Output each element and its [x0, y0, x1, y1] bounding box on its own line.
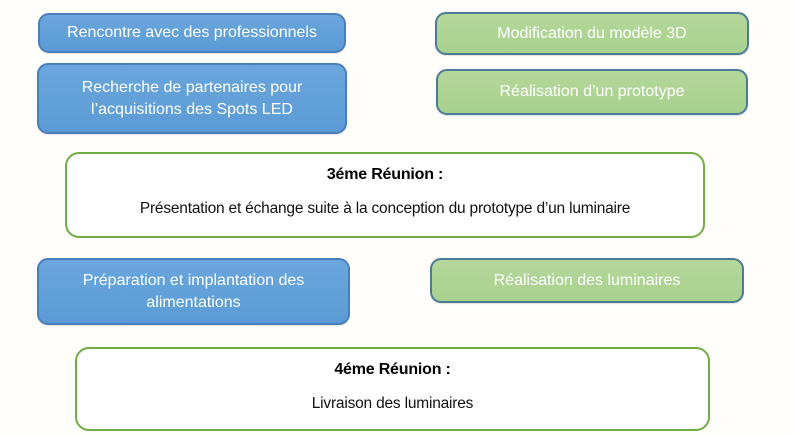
step-box-rencontre-professionnels: Rencontre avec des professionnels	[38, 13, 346, 53]
step-label: Modification du modèle 3D	[497, 24, 687, 42]
step-box-preparation-alimentations: Préparation et implantation des alimenta…	[37, 258, 350, 325]
step-label: Réalisation d’un prototype	[499, 83, 685, 101]
meeting-box-4eme-reunion: 4éme Réunion : Livraison des luminaires	[75, 347, 710, 431]
meeting-title: 4éme Réunion :	[334, 361, 451, 378]
step-label: Rencontre avec des professionnels	[67, 24, 317, 42]
meeting-description: Présentation et échange suite à la conce…	[139, 200, 631, 217]
step-box-realisation-luminaires: Réalisation des luminaires	[430, 258, 744, 303]
meeting-description: Livraison des luminaires	[311, 395, 474, 412]
step-label: Préparation et implantation des alimenta…	[82, 271, 305, 311]
step-box-realisation-prototype: Réalisation d’un prototype	[436, 69, 748, 115]
meeting-box-3eme-reunion: 3éme Réunion : Présentation et échange s…	[65, 152, 705, 238]
step-box-recherche-partenaires: Recherche de partenaires pour l’acquisit…	[37, 63, 347, 134]
step-box-modification-modele-3d: Modification du modèle 3D	[435, 12, 749, 55]
step-label: Recherche de partenaires pour l’acquisit…	[81, 78, 303, 118]
meeting-title: 3éme Réunion :	[326, 166, 444, 183]
step-label: Réalisation des luminaires	[493, 271, 681, 289]
